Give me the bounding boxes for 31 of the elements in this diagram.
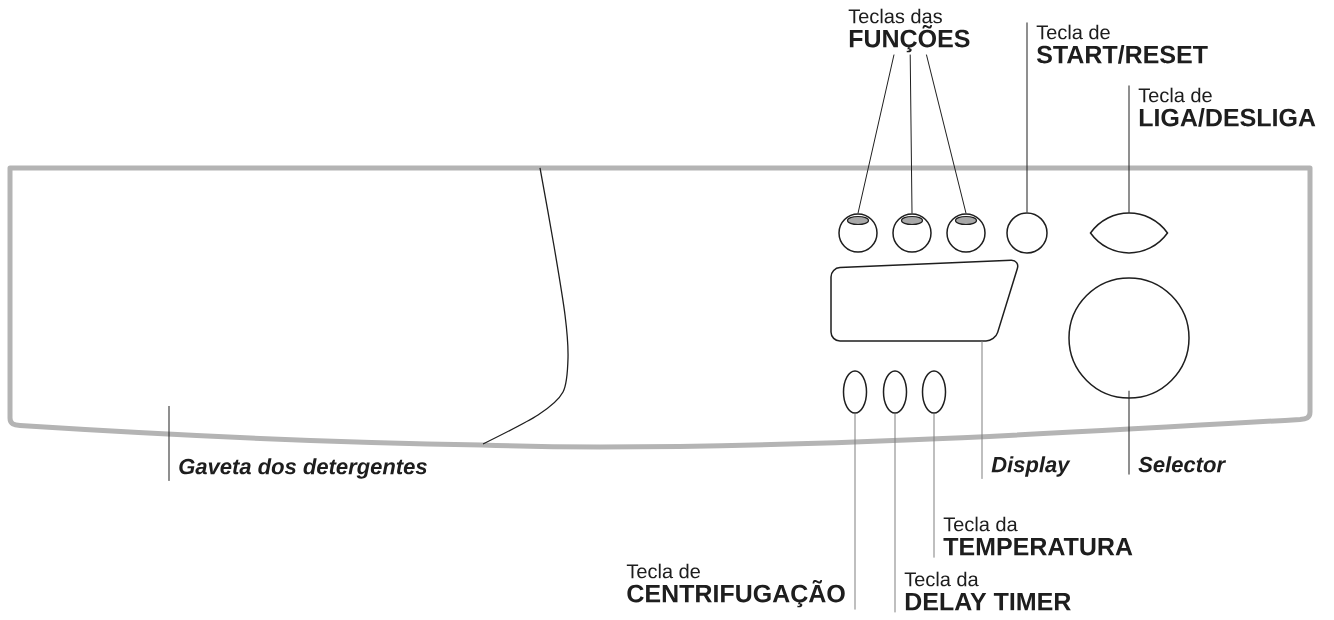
- leader-line: [857, 54, 895, 214]
- leader-line: [909, 54, 913, 214]
- callout-label: Tecla da TEMPERATURA: [943, 516, 1133, 556]
- callout-label: Tecla de LIGA/DESLIGA: [1138, 87, 1316, 127]
- leader-line: [981, 340, 983, 480]
- oval-button: [1089, 212, 1169, 254]
- leader-line: [894, 413, 896, 613]
- callout-label: Tecla de START/RESET: [1036, 24, 1208, 64]
- leader-line: [1026, 22, 1028, 213]
- callout-label: Display: [991, 456, 1071, 477]
- leader-line: [933, 413, 935, 559]
- round-button: [838, 213, 878, 253]
- leader-line: [1128, 390, 1130, 476]
- leader-line: [925, 54, 967, 214]
- callout-label: Selector: [1138, 456, 1226, 473]
- callout-label: Teclas das FUNÇÕES: [848, 8, 970, 53]
- oval-button: [842, 370, 868, 414]
- leader-line: [1128, 85, 1130, 214]
- callout-label: Tecla da DELAY TIMER: [904, 571, 1071, 611]
- callout-label: Tecla de CENTRIFUGAÇÃO: [626, 563, 845, 608]
- round-button: [892, 213, 932, 253]
- display-screen: [830, 259, 1019, 342]
- oval-button: [921, 370, 947, 414]
- selector-knob: [1068, 277, 1190, 399]
- oval-button: [882, 370, 908, 414]
- leader-line: [854, 413, 856, 611]
- round-button: [1006, 212, 1048, 254]
- round-button: [946, 213, 986, 253]
- leader-line: [168, 405, 170, 482]
- detergent-drawer: [7, 165, 569, 448]
- callout-label: Gaveta dos detergentes: [179, 458, 427, 479]
